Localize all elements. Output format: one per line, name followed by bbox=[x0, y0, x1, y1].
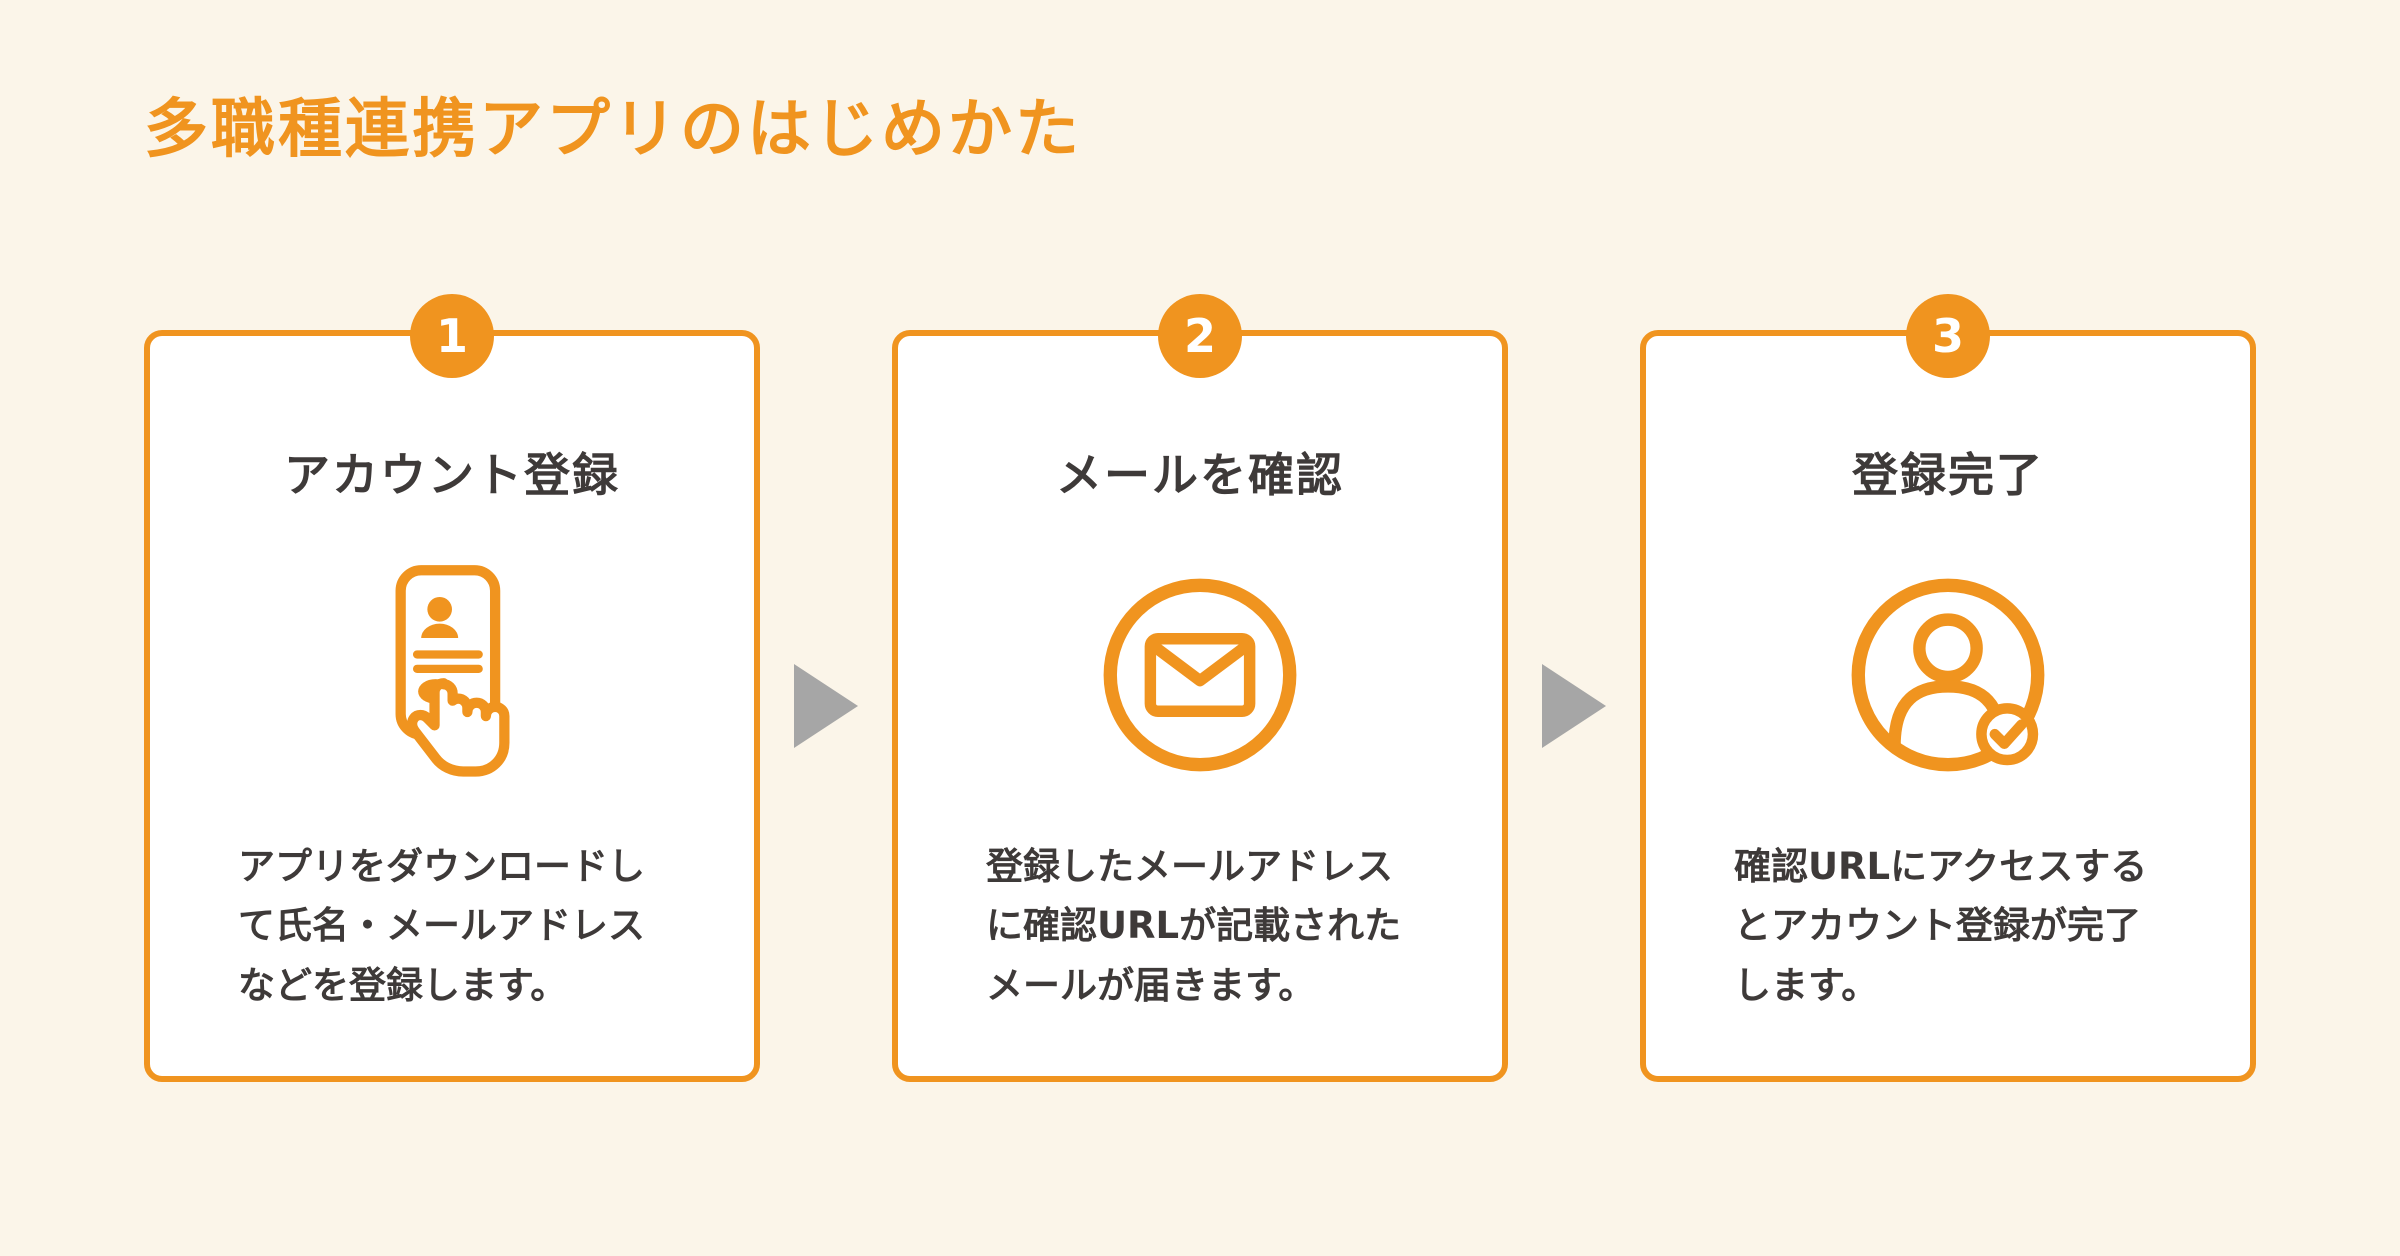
step-title: アカウント登録 bbox=[284, 448, 620, 502]
step-description: アプリをダウンロードして氏名・メールアドレスなどを登録します。 bbox=[238, 845, 645, 1007]
step-card-register-complete: 3 登録完了 確認URLにアクセスするとアカウント登録が完了します。 bbox=[1640, 294, 2256, 1082]
arrow-right-icon bbox=[794, 664, 858, 748]
step-title: メールを確認 bbox=[1056, 448, 1344, 502]
step-card-mail-confirm: 2 メールを確認 登録したメールアドレスに確認URLが記載されたメールが届きます… bbox=[892, 294, 1508, 1082]
mail-circle-icon bbox=[1095, 525, 1305, 825]
user-check-icon bbox=[1843, 525, 2053, 825]
steps-row: 1 アカウント登録 アプリをダウンロードして氏名・メールア bbox=[0, 294, 2400, 1082]
step-description: 登録したメールアドレスに確認URLが記載されたメールが届きます。 bbox=[986, 845, 1402, 1007]
step-title: 登録完了 bbox=[1852, 448, 2044, 502]
step-number-badge: 3 bbox=[1906, 294, 1990, 378]
step-description: 確認URLにアクセスするとアカウント登録が完了します。 bbox=[1734, 845, 2148, 1007]
step-number-badge: 1 bbox=[410, 294, 494, 378]
page-title: 多職種連携アプリのはじめかた bbox=[144, 93, 1082, 167]
arrow-right-icon bbox=[1542, 664, 1606, 748]
step-card-account-register: 1 アカウント登録 アプリをダウンロードして氏名・メールア bbox=[144, 294, 760, 1082]
step-number-badge: 2 bbox=[1158, 294, 1242, 378]
smartphone-hand-icon bbox=[337, 525, 567, 825]
